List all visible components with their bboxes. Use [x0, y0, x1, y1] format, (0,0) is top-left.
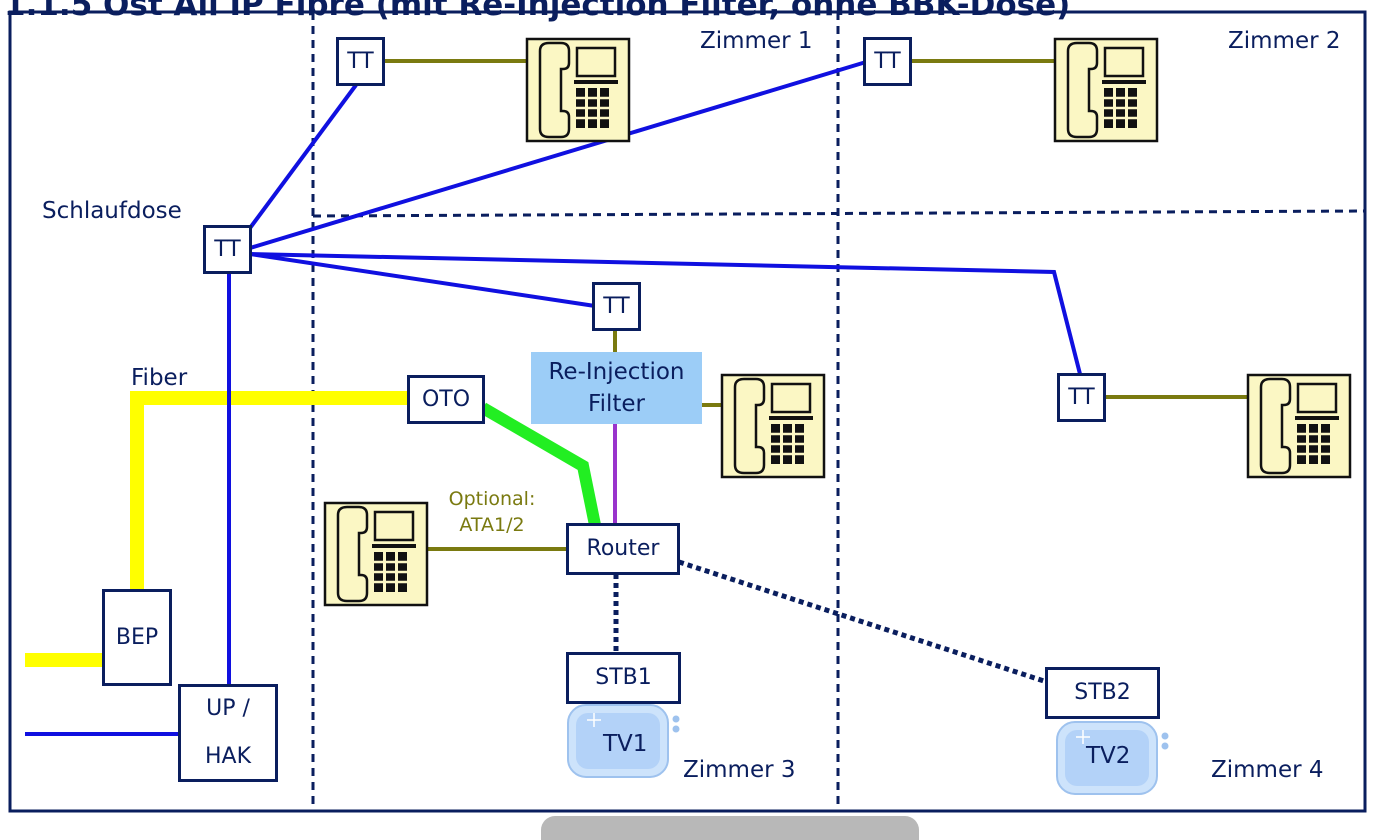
up-hak-box: UP / HAK: [178, 684, 278, 782]
bottom-scroll-tab[interactable]: [541, 816, 919, 840]
schlaufdose-label: Schlaufdose: [42, 198, 182, 224]
ethernet-cable: [479, 402, 601, 527]
reinjection-filter: Re-Injection Filter: [531, 352, 702, 424]
tt-box-zimmer1: TT: [336, 37, 385, 86]
up-hak-line1: UP /: [206, 696, 250, 721]
room-label-2: Zimmer 2: [1228, 28, 1341, 54]
tt-box-zimmer4: TT: [1057, 373, 1106, 422]
phone-icon-1: [525, 37, 631, 143]
room-label-1: Zimmer 1: [700, 28, 813, 54]
optional-ata-line1: Optional:: [448, 488, 536, 510]
fiber-label: Fiber: [131, 365, 188, 391]
phone-icon-3: [720, 373, 826, 479]
bep-box: BEP: [102, 589, 172, 686]
optional-ata-label: Optional: ATA1/2: [436, 486, 548, 538]
outer-frame: [8, 10, 1367, 813]
up-hak-line2: HAK: [204, 744, 252, 769]
phone-icon-4: [1246, 373, 1352, 479]
room-label-3: Zimmer 3: [683, 757, 796, 783]
tt-box-zimmer2: TT: [863, 37, 912, 86]
link-router-stb2: [678, 559, 1048, 685]
router-box: Router: [566, 523, 680, 575]
divider-horizontal: [312, 209, 1366, 218]
wire-tt-main-tt1: [248, 83, 358, 230]
phone-icon-5: [323, 501, 429, 607]
phone-icon-2: [1053, 37, 1159, 143]
room-label-4: Zimmer 4: [1211, 757, 1324, 783]
reinjection-filter-line1: Re-Injection: [548, 359, 685, 385]
tv2-label: TV2: [1086, 743, 1131, 769]
stb1-box: STB1: [566, 652, 681, 704]
tv1-label: TV1: [603, 731, 648, 757]
oto-box: OTO: [407, 375, 485, 424]
wire-tt-main-tt3: [249, 252, 596, 308]
reinjection-filter-line2: Filter: [588, 391, 645, 417]
wire-tt-main-tt4: [249, 252, 1082, 375]
optional-ata-line2: ATA1/2: [459, 514, 525, 536]
stb2-box: STB2: [1045, 667, 1160, 719]
fiber-cable: [130, 391, 410, 590]
tt-box-main: TT: [203, 225, 252, 274]
tt-box-filter: TT: [592, 282, 641, 331]
wire-tt-main-tt2: [249, 60, 867, 250]
